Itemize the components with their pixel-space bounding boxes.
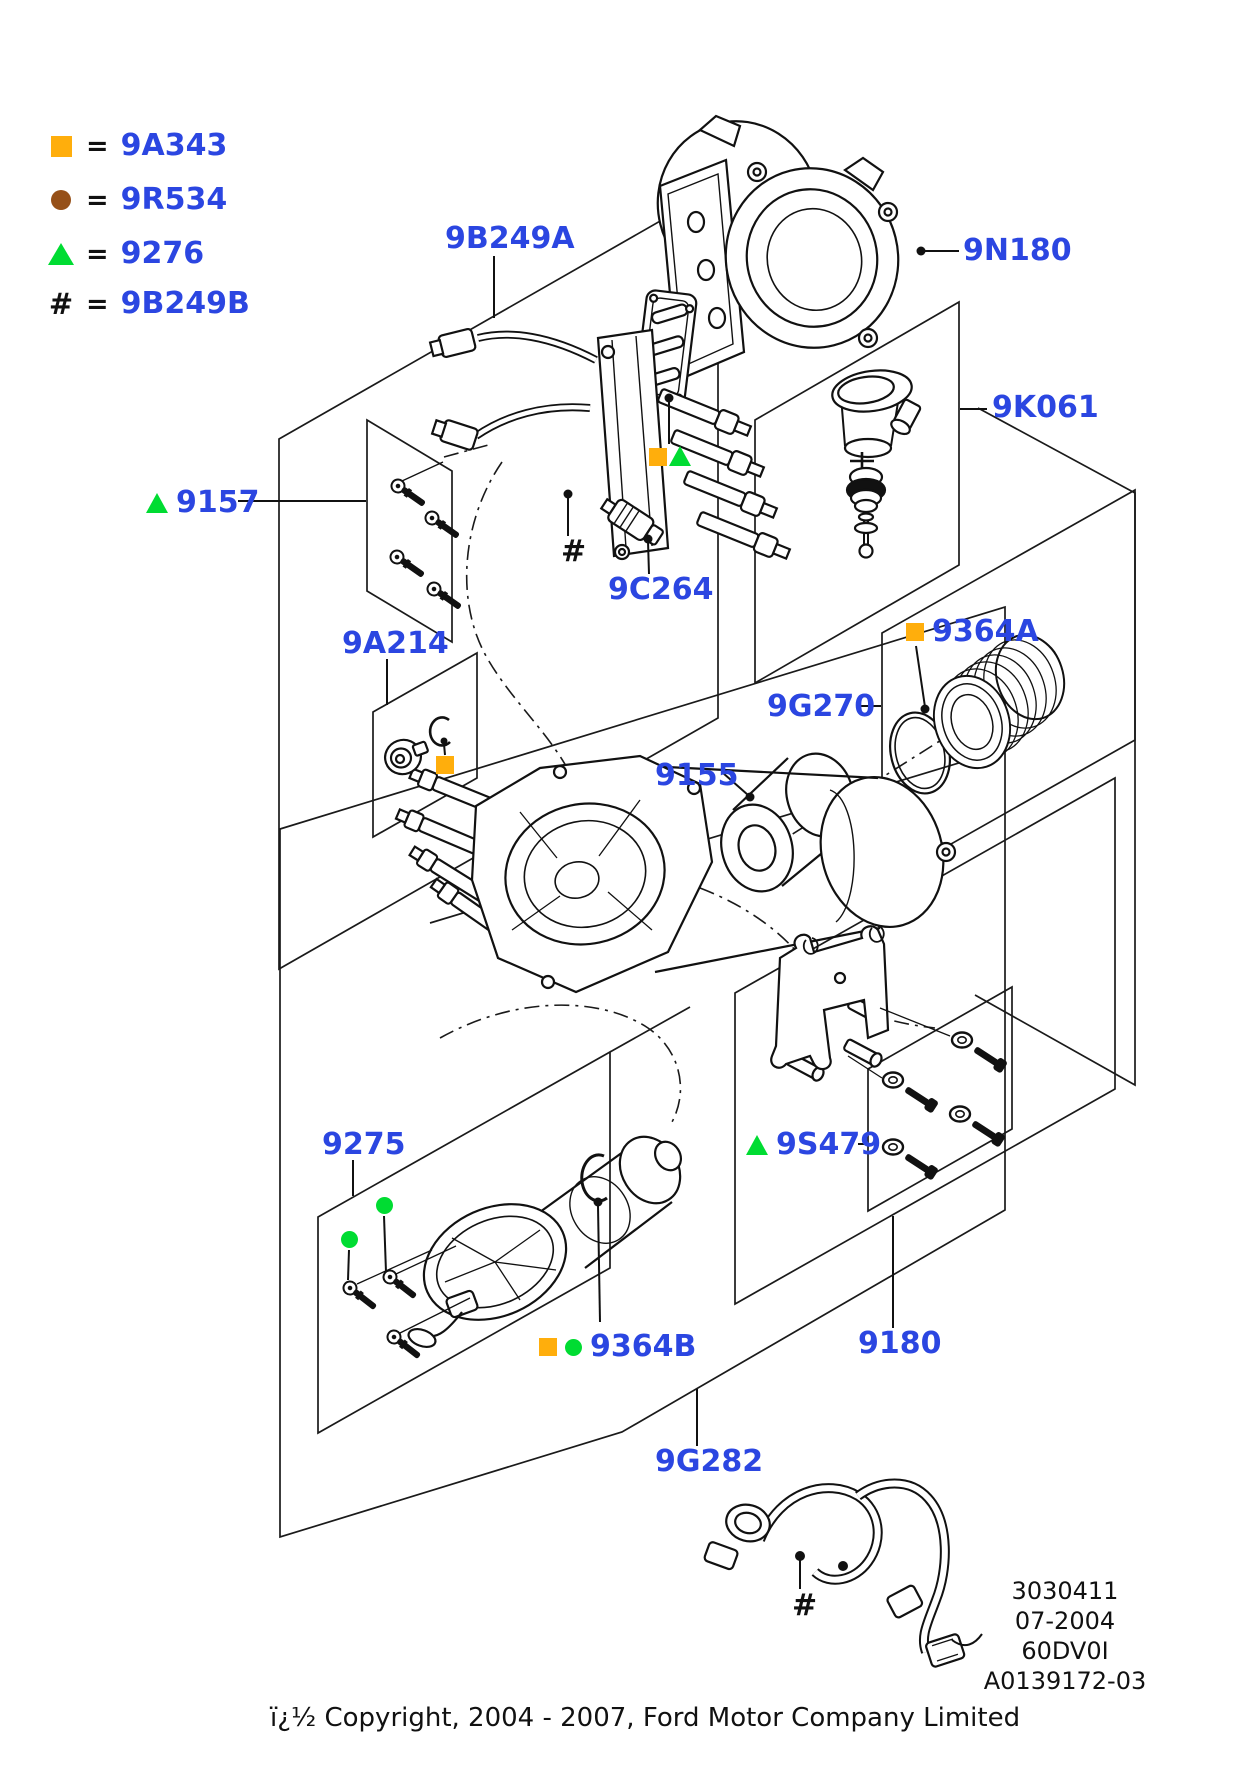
part-label-9364b: 9364B <box>539 1332 696 1362</box>
part-label-9155: 9155 <box>655 758 739 793</box>
orange-square-marker-9a214 <box>436 756 454 774</box>
leader-dots <box>440 246 930 1207</box>
green-circle-icon <box>565 1338 582 1356</box>
drawing-plate-block: 3030411 07-2004 60DV0I A0139172-03 <box>980 1576 1150 1696</box>
screws-9157 <box>386 461 465 614</box>
green-triangle-icon <box>48 243 74 265</box>
orange-square-icon <box>50 135 72 157</box>
equals-sign: = <box>86 288 109 320</box>
part-label-9157: 9157 <box>146 488 260 518</box>
equals-sign: = <box>86 184 109 216</box>
legend-code: 9R534 <box>120 182 228 217</box>
green-triangle-icon <box>746 1135 768 1155</box>
throttle-body-part <box>656 114 900 382</box>
part-label-9c264: 9C264 <box>608 572 714 607</box>
sender-unit-part <box>407 1135 683 1349</box>
legend-code: 9B249B <box>120 286 250 321</box>
legend-code: 9276 <box>120 236 205 271</box>
part-label-9s479: 9S479 <box>746 1130 881 1160</box>
fuel-pump-module-part <box>394 754 957 994</box>
part-label-9g270: 9G270 <box>767 689 876 724</box>
legend-row-9r534: = 9R534 <box>48 182 228 217</box>
fuel-rail-part <box>428 327 792 561</box>
bracket-part <box>770 925 890 1082</box>
plate-number: 3030411 <box>1011 1577 1119 1605</box>
part-label-9b249a: 9B249A <box>445 221 575 256</box>
screws-9275 <box>339 1245 471 1363</box>
part-label-9a214: 9A214 <box>342 626 449 661</box>
legend-row-9b249b: # = 9B249B <box>48 286 250 321</box>
green-dot-marker-9275-2 <box>341 1231 358 1248</box>
part-label-9364a: 9364A <box>906 617 1039 647</box>
equals-sign: = <box>86 130 109 162</box>
equals-sign: = <box>86 238 109 270</box>
leader-lines <box>238 250 987 1589</box>
filter-cap-part <box>932 633 1066 770</box>
plate-drawing-id: A0139172-03 <box>983 1667 1147 1695</box>
part-label-9n180: 9N180 <box>963 233 1072 268</box>
copyright-line: ï¿½ Copyright, 2004 - 2007, Ford Motor C… <box>270 1703 1021 1733</box>
legend-code: 9A343 <box>120 128 228 163</box>
plate-code: 60DV0I <box>1021 1637 1109 1665</box>
part-label-9275: 9275 <box>322 1127 406 1162</box>
orange-square-marker-gasket <box>649 448 667 466</box>
part-label-9g282: 9G282 <box>655 1444 764 1479</box>
plate-date: 07-2004 <box>1014 1607 1116 1635</box>
hash-symbol: # <box>48 286 74 321</box>
hash-marker-harness: # <box>792 1588 818 1623</box>
orange-square-icon <box>539 1338 557 1356</box>
legend-row-9276: = 9276 <box>48 236 205 271</box>
thermostat-kit-part <box>831 369 922 559</box>
part-label-9k061: 9K061 <box>992 390 1099 425</box>
green-triangle-icon <box>146 493 168 513</box>
legend-row-9a343: = 9A343 <box>48 128 228 163</box>
brown-circle-icon <box>51 190 71 210</box>
harness-part <box>703 1478 983 1668</box>
hash-marker-rail: # <box>561 534 587 569</box>
part-label-9180: 9180 <box>858 1326 942 1361</box>
screws-9s479 <box>847 1007 1010 1182</box>
green-dot-marker-9275-1 <box>376 1197 393 1214</box>
orange-square-icon <box>906 623 924 641</box>
green-triangle-marker-gasket <box>669 446 691 466</box>
